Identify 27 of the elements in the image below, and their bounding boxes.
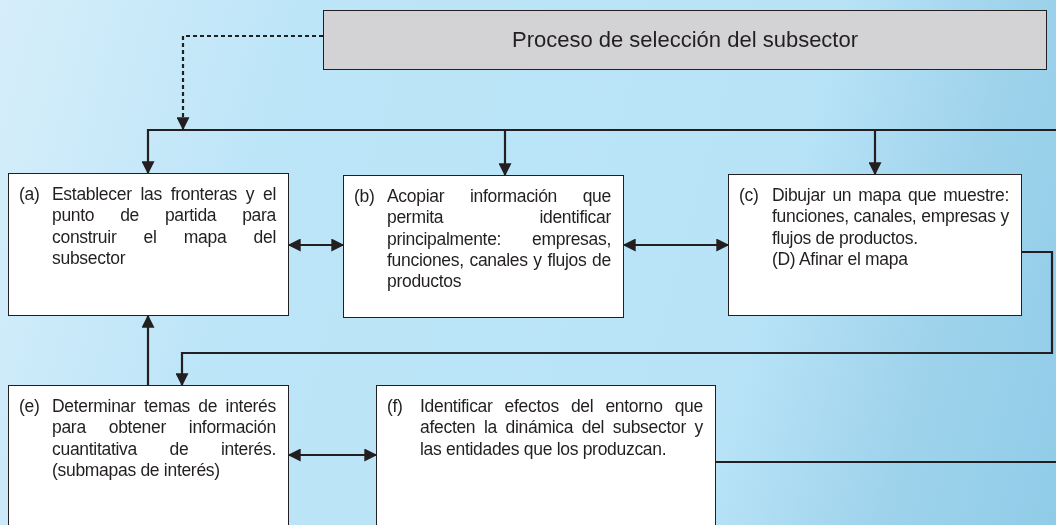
step-description: Determinar temas de interés para obtener información cuantitativa de interés. (submapas de interés) <box>52 396 276 482</box>
arrow <box>287 238 345 252</box>
step-letter: (e) <box>19 396 41 418</box>
step-description: Establecer las fronteras y el punto de partida para construir el mapa del subsector <box>52 184 276 270</box>
box-title: Proceso de selección del subsector <box>511 27 859 53</box>
step-description: Acopiar información que permita identificar principalmente: empresas, funciones, canales y flujos de productos <box>387 186 611 293</box>
step-description: Dibujar un mapa que muestre: funciones, canales, empresas y flujos de productos. <box>772 185 1009 250</box>
arrow <box>868 130 882 176</box>
process-box <box>8 173 289 316</box>
step-description: Identificar efectos del entorno que afecten la dinámica del subsector y las entidades que los produzcan. <box>420 396 703 461</box>
process-box <box>343 175 624 318</box>
arrow <box>498 130 512 177</box>
arrow <box>141 128 1056 175</box>
process-title-box <box>323 10 1047 70</box>
arrow <box>176 34 323 131</box>
step-letter: (c) <box>739 185 760 207</box>
step-letter: (b) <box>354 186 376 208</box>
arrow <box>622 238 730 252</box>
process-box <box>8 385 289 525</box>
arrow <box>287 448 378 462</box>
step-description: (D) Afinar el mapa <box>772 249 909 271</box>
arrow <box>141 314 155 385</box>
process-box <box>728 174 1022 316</box>
step-letter: (f) <box>387 396 404 418</box>
arrow <box>175 250 1054 387</box>
step-letter: (a) <box>19 184 41 206</box>
process-box <box>376 385 716 525</box>
